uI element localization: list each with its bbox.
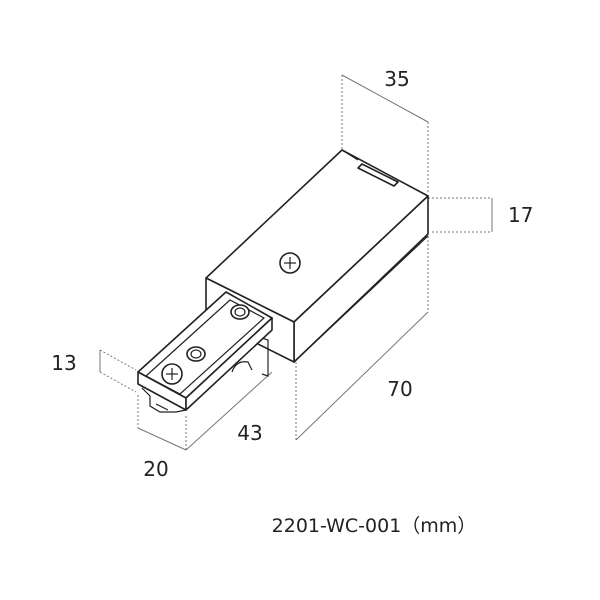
screw-icon bbox=[279, 252, 301, 274]
dimension-label-plug-width: 20 bbox=[143, 457, 168, 481]
connector-plug bbox=[137, 291, 273, 413]
dimension-label-height: 17 bbox=[508, 203, 533, 227]
extension-lines bbox=[99, 75, 492, 450]
dimension-label-plug-length: 43 bbox=[237, 421, 262, 445]
dimension-lines bbox=[99, 74, 493, 451]
dimension-label-width: 35 bbox=[384, 67, 409, 91]
plug-hole-icon bbox=[230, 304, 250, 320]
dimension-label-length: 70 bbox=[387, 377, 412, 401]
dimension-label-plug-height: 13 bbox=[51, 351, 76, 375]
top-slot bbox=[357, 163, 399, 187]
plug-side-face bbox=[185, 317, 273, 411]
model-caption: 2201-WC-001（mm） bbox=[272, 515, 477, 537]
plug-hole-icon bbox=[186, 346, 206, 362]
plug-screw-icon bbox=[161, 363, 183, 385]
